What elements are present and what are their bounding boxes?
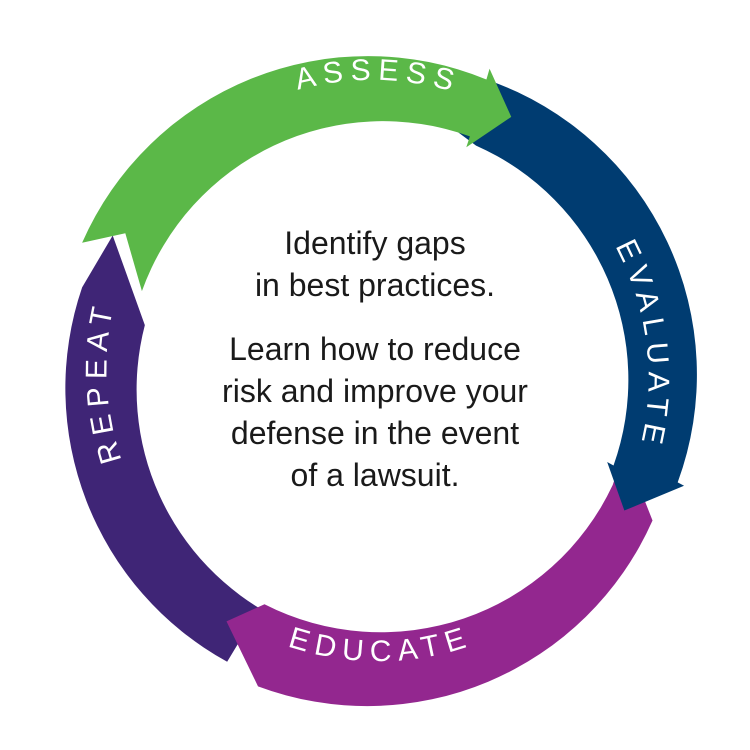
center-body: Learn how to reduce risk and improve you… [175, 328, 575, 496]
center-heading-line-2: in best practices. [254, 267, 496, 303]
segment-repeat [65, 235, 278, 684]
center-body-line-3: defense in the event [230, 415, 520, 451]
center-heading: Identify gaps in best practices. [175, 222, 575, 306]
center-heading-line-1: Identify gaps [284, 225, 466, 261]
center-body-line-2: risk and improve your [222, 373, 528, 409]
center-body-line-4: of a lawsuit. [290, 457, 460, 493]
center-body-line-1: Learn how to reduce [229, 331, 521, 367]
segment-educate [226, 449, 653, 707]
segment-assess [82, 56, 512, 292]
segment-evaluate [456, 80, 697, 511]
center-text: Identify gaps in best practices. Learn h… [175, 222, 575, 496]
